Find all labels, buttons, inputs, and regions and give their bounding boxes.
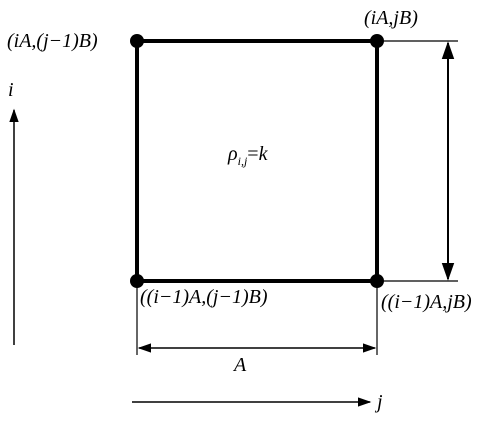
rho-symbol: ρ (228, 143, 238, 165)
corner-label-top-left: (iA,(j−1)B) (7, 30, 98, 52)
corner-label-top-right: (iA,jB) (364, 7, 418, 29)
rho-subscript: i,j (237, 154, 248, 168)
i-axis-label: i (8, 79, 14, 101)
j-axis-label: j (377, 391, 383, 413)
dimension-label-a: A (234, 354, 247, 376)
corner-label-bottom-left: ((i−1)A,(j−1)B) (140, 286, 268, 308)
density-value: k (258, 143, 268, 165)
corner-label-bottom-right: ((i−1)A,jB) (381, 291, 472, 313)
cell-density-label: ρi,j=k (228, 144, 267, 167)
equals-sign: = (247, 143, 259, 165)
corner-dot-top-left (130, 34, 144, 48)
cell-square (135, 39, 379, 283)
